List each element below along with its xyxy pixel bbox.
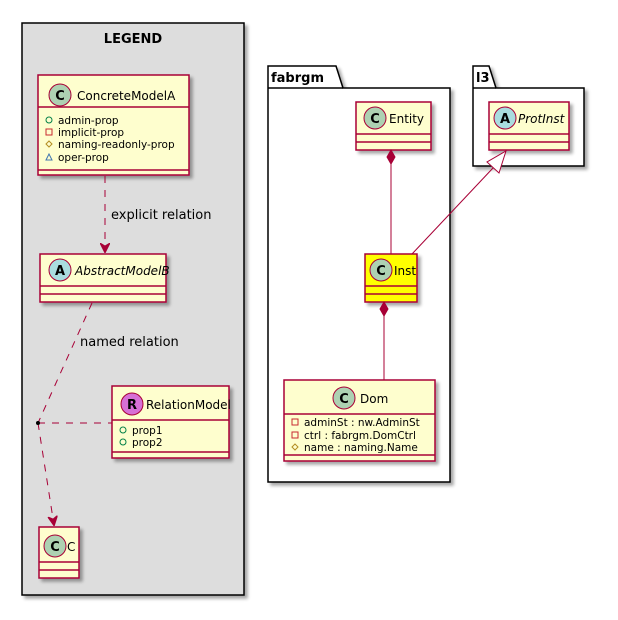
class-abstract-model-b[interactable]: A AbstractModelB	[39, 253, 170, 303]
class-relation-model[interactable]: R RelationModel prop1 prop2	[111, 385, 231, 459]
private-icon	[45, 128, 53, 136]
svg-text:C: C	[339, 392, 349, 407]
class-c[interactable]: C C	[38, 526, 80, 579]
class-stereotype-icon: C	[43, 534, 67, 558]
svg-text:C: C	[370, 112, 380, 127]
class-stereotype-icon: C	[48, 83, 72, 107]
class-stereotype-icon: C	[332, 386, 356, 410]
class-name: ProtInst	[518, 112, 566, 126]
svg-text:C: C	[55, 89, 65, 104]
package-name: l3	[476, 71, 490, 86]
svg-text:A: A	[55, 264, 65, 279]
class-stereotype-icon: C	[369, 258, 393, 282]
class-entity[interactable]: C Entity	[355, 101, 432, 151]
class-name: C	[67, 540, 75, 554]
protected-icon	[45, 140, 53, 148]
abstract-stereotype-icon: A	[48, 258, 72, 282]
generalization-inst-protinst	[411, 149, 507, 255]
class-name: Inst	[394, 264, 416, 278]
prop: ctrl : fabrgm.DomCtrl	[304, 430, 416, 442]
class-stereotype-icon: C	[363, 106, 387, 130]
prop: name : naming.Name	[304, 442, 418, 454]
prop: admin-prop	[58, 115, 119, 127]
named-relation-edge: named relation	[36, 302, 179, 525]
class-name: Entity	[389, 112, 424, 126]
prop: implicit-prop	[58, 127, 124, 139]
class-inst[interactable]: C Inst	[364, 253, 418, 303]
public-icon	[119, 426, 127, 434]
class-name: ConcreteModelA	[77, 89, 176, 103]
composition-entity-inst	[386, 148, 396, 254]
class-name: Dom	[360, 392, 388, 406]
public-icon	[119, 438, 127, 446]
inheritance-triangle-icon	[486, 149, 507, 174]
class-dom[interactable]: C Dom adminSt : nw.AdminSt ctrl : fabrgm…	[283, 379, 436, 462]
composition-diamond-icon	[386, 148, 396, 166]
composition-diamond-icon	[379, 300, 389, 318]
abstract-stereotype-icon: A	[493, 106, 517, 130]
prop: prop1	[132, 425, 163, 437]
composition-inst-dom	[379, 300, 389, 380]
explicit-relation-label: explicit relation	[111, 208, 211, 223]
private-icon	[291, 418, 299, 426]
prop: naming-readonly-prop	[58, 139, 175, 151]
svg-text:R: R	[127, 398, 137, 413]
class-prot-inst[interactable]: A ProtInst	[488, 101, 570, 151]
protected-icon	[291, 443, 299, 451]
class-concrete-model-a[interactable]: C ConcreteModelA admin-prop implicit-pro…	[37, 74, 190, 176]
package-fabrgm[interactable]: fabrgm	[267, 65, 451, 483]
svg-text:C: C	[50, 540, 60, 555]
public-icon	[45, 116, 53, 124]
legend-title: LEGEND	[104, 32, 163, 47]
prop: oper-prop	[58, 152, 109, 164]
explicit-relation-edge: explicit relation	[105, 176, 211, 252]
relation-stereotype-icon: R	[120, 392, 144, 416]
prop: adminSt : nw.AdminSt	[304, 417, 420, 429]
named-relation-label: named relation	[80, 335, 179, 350]
class-name: RelationModel	[146, 398, 231, 412]
class-name: AbstractModelB	[74, 264, 170, 278]
private-icon	[291, 431, 299, 439]
svg-text:C: C	[376, 264, 386, 279]
package-icon	[45, 152, 53, 161]
package-name: fabrgm	[271, 71, 324, 86]
prop: prop2	[132, 437, 163, 449]
association-point	[36, 421, 40, 425]
svg-text:A: A	[500, 112, 510, 127]
